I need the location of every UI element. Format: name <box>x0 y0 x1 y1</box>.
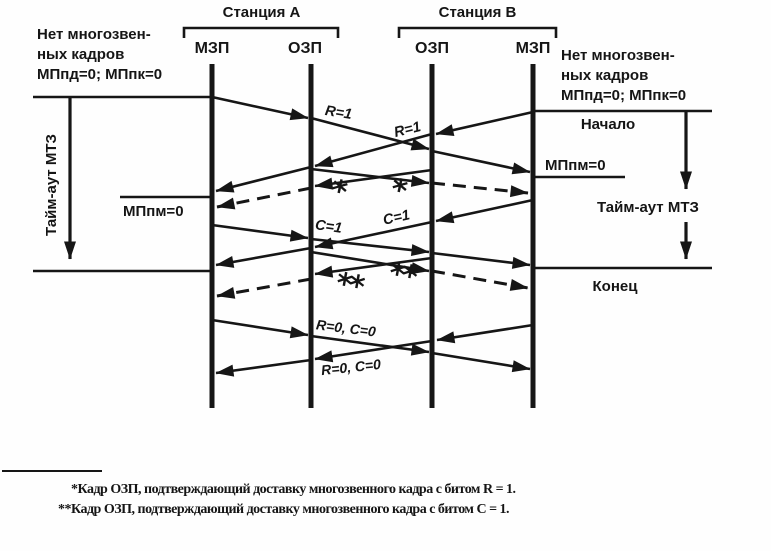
arrow-a-link-r1 <box>310 116 430 151</box>
mppm-right-label: МПпм=0 <box>545 157 606 174</box>
frame-arrows <box>211 95 534 377</box>
arrow-a-ozp-mzp-r0c0 <box>431 351 531 373</box>
double-asterisk-marker-left: ** <box>333 266 365 305</box>
arrow-ack2-ozpb-ozpa <box>314 256 433 278</box>
lifeline-label-mzp-b: МЗП <box>515 40 551 57</box>
start-label: Начало <box>580 116 636 133</box>
lifeline-label-ozp-b: ОЗП <box>415 40 449 57</box>
arrow-b-mzp-ozp-r1 <box>435 110 534 136</box>
confirm-arrows-dashed <box>216 181 529 299</box>
arrow-b-link-c1 <box>314 220 433 250</box>
station-b-bracket <box>397 26 558 38</box>
station-brackets <box>182 26 558 38</box>
arrow-b-mzp-ozp-r0c0 <box>436 323 534 344</box>
lifeline-label-ozp-a: ОЗП <box>288 40 322 57</box>
timeout-right-label: Тайм-аут МТЗ <box>597 199 699 216</box>
note-no-frames-left: Нет многозвен- ных кадров МПпд=0; МПпк=0 <box>37 26 163 83</box>
arrow-ack-ozpa-ozpb <box>310 167 430 187</box>
arrow-b-ozp-mzp-r1 <box>215 165 312 193</box>
lifeline-label-mzp-a: МЗП <box>194 40 230 57</box>
arrow-a-mzp-ozp-r0c0 <box>211 318 309 339</box>
arrow-a-ozp-mzp-c1 <box>431 251 531 269</box>
lifelines <box>209 64 536 408</box>
timeout-left-label: Тайм-аут МТЗ <box>43 134 60 236</box>
footnote-r1: *Кадр ОЗП, подтверждающий доставку много… <box>71 482 516 497</box>
guide-lines <box>33 95 712 273</box>
arrow-ack2-ozpa-ozpb <box>310 250 430 275</box>
arrow-a-ozp-mzp-r1 <box>431 149 531 175</box>
double-asterisk-marker-right: ** <box>386 256 418 295</box>
arrow-b-ozp-mzp-r0c0 <box>215 358 312 377</box>
footnote-c1: **Кадр ОЗП, подтверждающий доставку мног… <box>58 502 510 517</box>
dashed-confirm-ozpa-mzpa-1 <box>216 186 312 210</box>
arrow-a-link-c1 <box>310 237 430 257</box>
end-label: Конец <box>592 278 638 295</box>
arrow-ack-ozpb-ozpa <box>314 168 433 190</box>
arrow-a-link-r0c0 <box>310 334 430 356</box>
arrow-b-mzp-ozp-c1 <box>435 198 534 224</box>
note-no-frames-right: Нет многозвен- ных кадров МПпд=0; МПпк=0 <box>561 47 687 104</box>
arrow-b-ozp-mzp-c1 <box>215 246 312 268</box>
mppm-left-label: МПпм=0 <box>123 203 184 220</box>
dashed-confirm-ozpb-mzpb-1 <box>431 181 529 198</box>
timeout-arrows <box>64 97 692 260</box>
arrow-b-link-r0c0 <box>314 339 433 363</box>
arrow-b-link-r1 <box>314 132 433 168</box>
arrow-a-mzp-ozp-c1 <box>211 223 309 242</box>
station-a-bracket <box>182 26 340 38</box>
dashed-confirm-ozpa-mzpa-2 <box>216 277 312 299</box>
station-a-title: Станция А <box>222 4 301 21</box>
dashed-confirm-ozpb-mzpb-2 <box>431 269 529 291</box>
arrow-a-mzp-ozp-r1 <box>211 95 309 121</box>
station-b-title: Станция В <box>438 4 517 21</box>
